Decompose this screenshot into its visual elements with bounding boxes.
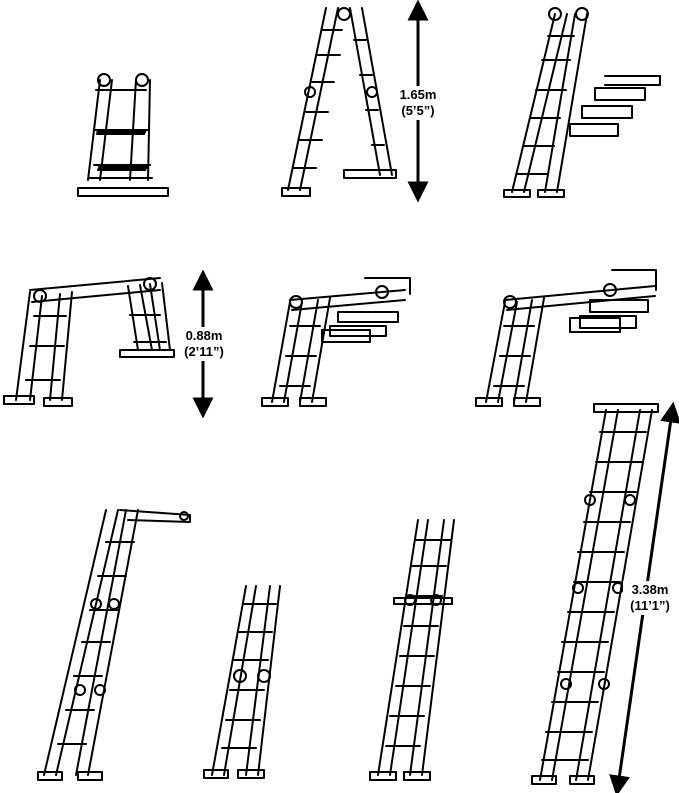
extension-length-imperial: (11’1”) [630,598,670,613]
stair-scaffold-ladder-illustration-2 [475,269,657,407]
a-frame-ladder-illustration [281,7,397,197]
scaffold-height-imperial: (2’11”) [184,344,224,359]
scaffold-height-label: 0.88m (2’11”) [178,327,230,361]
extension-length-metric: 3.38m [631,582,669,597]
stair-ladder-illustration [503,7,661,198]
scaffold-ladder-illustration [3,277,175,407]
medium-straight-ladder-illustration [369,519,455,781]
folded-ladder-illustration [77,73,169,197]
stair-scaffold-ladder-illustration [261,277,411,407]
tray-ladder-illustration [37,509,191,781]
a-frame-height-label: 1.65m (5’5”) [393,86,443,120]
a-frame-height-imperial: (5’5”) [401,103,435,118]
scaffold-height-metric: 0.88m [185,328,223,343]
short-straight-ladder-illustration [203,585,281,779]
a-frame-height-metric: 1.65m [399,87,437,102]
extension-length-label: 3.38m (11’1”) [623,581,677,615]
